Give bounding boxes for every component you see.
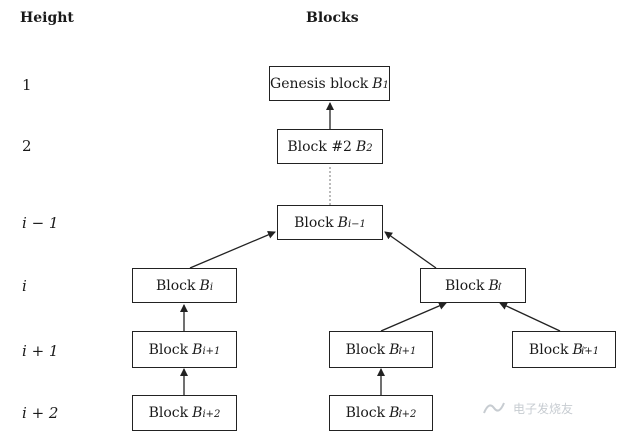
height-label-1: 1 — [22, 76, 32, 94]
height-label-i-plus-2: i + 2 — [22, 404, 59, 422]
height-label-i: i — [22, 277, 27, 295]
blocks-column-header: Blocks — [306, 10, 359, 26]
edge-bi1-dprime-to-bi-prime — [499, 302, 561, 332]
height-label-2: 2 — [22, 137, 32, 155]
watermark-text: 电子发烧友 — [513, 401, 574, 416]
edge-bi1-prime-to-bi-prime — [380, 302, 447, 332]
edge-bi-prime-to-bi-minus-1 — [384, 231, 437, 269]
edge-bi-to-bi-minus-1 — [189, 231, 276, 269]
height-label-i-plus-1: i + 1 — [22, 342, 59, 360]
watermark: 电子发烧友 — [481, 393, 611, 423]
height-column-header: Height — [20, 10, 74, 26]
height-label-i-minus-1: i − 1 — [22, 214, 59, 232]
signal-logo-icon — [483, 402, 505, 414]
